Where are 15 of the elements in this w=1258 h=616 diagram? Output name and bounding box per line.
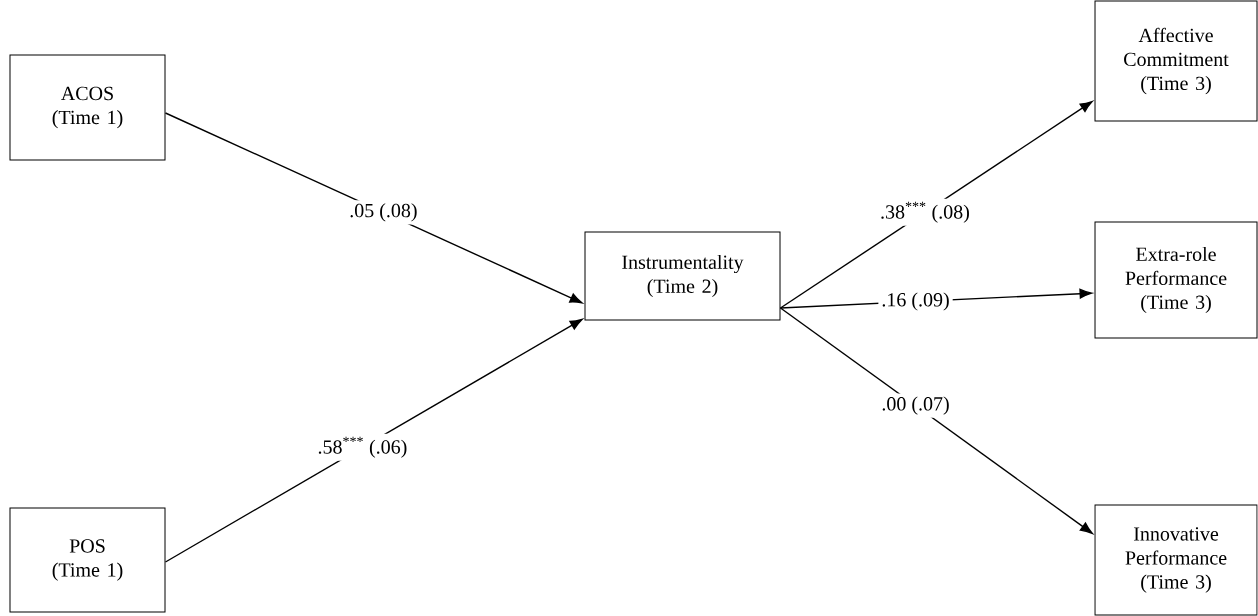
arrow — [779, 307, 1093, 534]
arrow — [779, 100, 1093, 309]
variable-box: POS (Time 1) — [9, 507, 166, 613]
arrow — [164, 318, 583, 563]
path-coefficient: .38$^{***}$ (.08) — [877, 198, 973, 226]
arrow — [164, 112, 583, 304]
path-coefficient: .00 (.07) — [878, 393, 953, 418]
variable-box: Affective Commitment (Time 3) — [1094, 0, 1258, 122]
variable-box: ACOS (Time 1) — [9, 54, 166, 161]
variable-box: Innovative Performance (Time 3) — [1094, 504, 1258, 616]
path-coefficient: .16 (.09) — [878, 289, 953, 314]
path-coefficient: .05 (.08) — [346, 200, 421, 225]
variable-box: Extra-role Performance (Time 3) — [1094, 221, 1258, 339]
path-coefficient: .58$^{***}$ (.06) — [314, 433, 411, 461]
variable-box: Instrumentality (Time 2) — [584, 231, 781, 321]
